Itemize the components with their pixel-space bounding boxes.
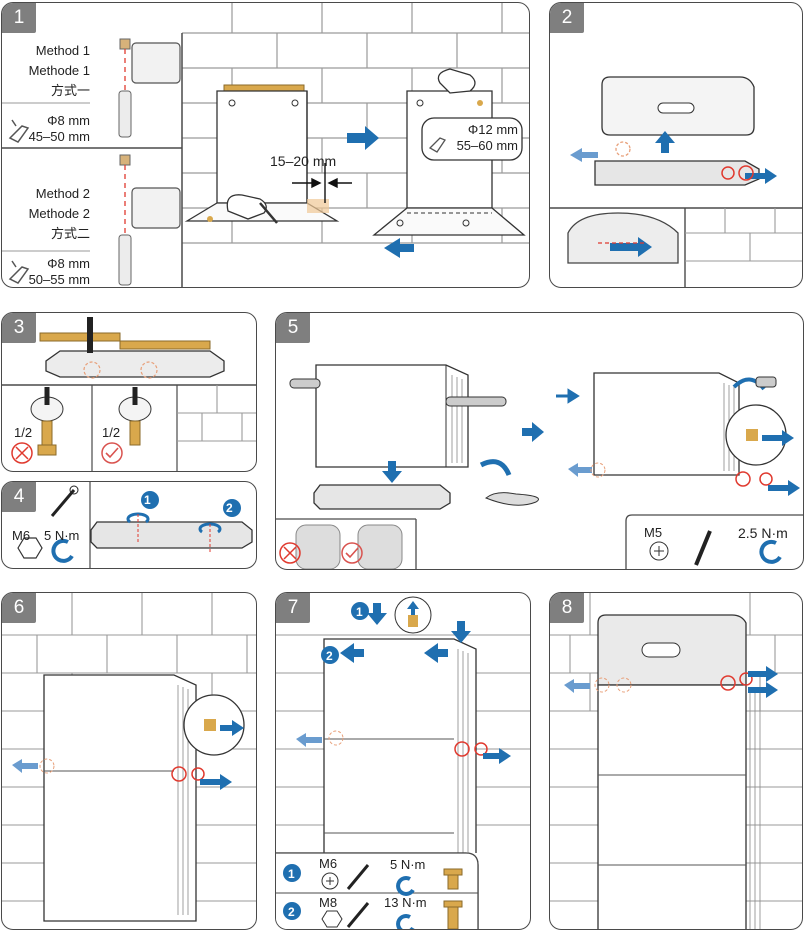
drill-3-depth: 55–60 mm [456,138,518,153]
torque-label: 5 N·m [44,528,80,543]
step-8-panel: 8 [549,592,803,930]
step-4-panel: 4 M6 5 N·m 1 2 [1,481,257,569]
step-2-panel: 2 [549,2,803,288]
step-number: 8 [550,593,584,623]
screw-size-label: M5 [644,525,663,540]
step-8-illustration [550,593,802,929]
drill-1-depth: 45–50 mm [28,129,90,144]
step-6-panel: 6 [1,592,257,930]
step-number: 7 [276,593,310,623]
method-1-de-label: Methode 1 [28,63,90,78]
step-number: 5 [276,313,310,343]
step-number: 4 [2,482,36,512]
step-2-illustration [550,76,802,287]
half-depth-label-wrong: 1/2 [14,425,33,440]
step-4-illustration [17,482,253,568]
method-2-label: Method 2 [35,186,90,201]
row-1-badge: 1 [288,867,295,881]
row-1-screw-label: M6 [319,856,338,871]
half-depth-label-correct: 1/2 [102,425,121,440]
method-2-de-label: Methode 2 [28,206,90,221]
row-2-torque-label: 13 N·m [384,895,427,910]
torque-label: 2.5 N·m [738,525,788,541]
mark-2-badge: 2 [326,649,333,663]
row-2-screw-label: M8 [319,895,338,910]
mark-1-badge: 1 [144,493,151,507]
step-3-illustration [2,317,256,471]
step-7-panel: 7 [275,592,531,930]
mark-1-badge: 1 [356,605,363,619]
mark-gap-label: 15–20 mm [270,153,337,169]
step-number: 3 [2,313,36,343]
step-number: 1 [2,3,36,33]
method-1-cn-label: 方式一 [50,83,90,98]
step-number: 6 [2,593,36,623]
drill-2-diameter: Φ8 mm [47,256,90,271]
row-2-badge: 2 [288,905,295,919]
drill-2-depth: 50–55 mm [28,272,90,287]
step-5-illustration [276,364,803,569]
step-7-illustration [276,596,530,929]
step-number: 2 [550,3,584,33]
method-1-label: Method 1 [35,43,90,58]
screw-size-label: M6 [12,528,31,543]
drill-1-diameter: Φ8 mm [47,113,90,128]
row-1-torque-label: 5 N·m [390,857,426,872]
method-2-cn-label: 方式二 [50,226,90,241]
step-6-illustration [2,593,256,922]
step-1-illustration [2,3,529,287]
step-1-panel: 1 [1,2,530,288]
drill-3-diameter: Φ12 mm [467,122,518,137]
mark-2-badge: 2 [226,501,233,515]
step-3-panel: 3 1/2 1/2 [1,312,257,472]
step-5-panel: 5 [275,312,804,570]
